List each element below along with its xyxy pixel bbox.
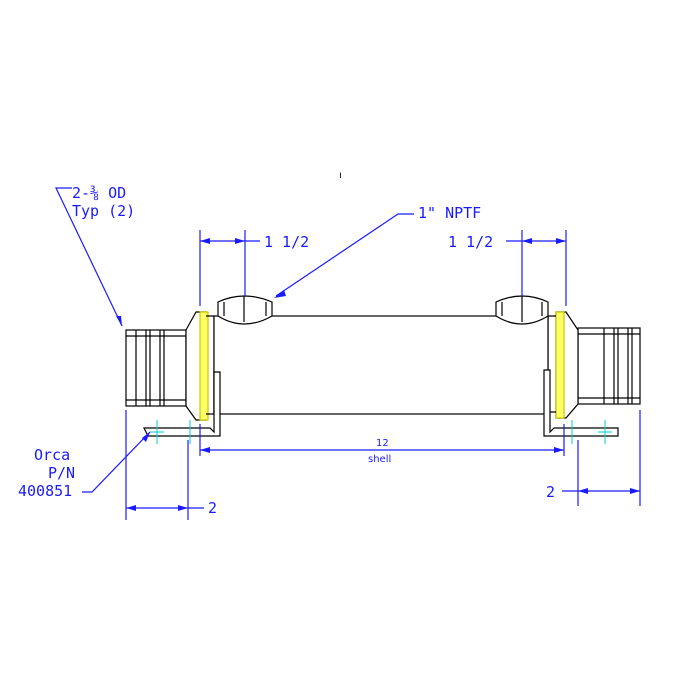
right-mounting-bracket	[543, 369, 619, 444]
part-pn-label: P/N	[48, 464, 75, 482]
left-end-dimension: 2	[125, 410, 217, 520]
right-end-connection	[577, 327, 641, 405]
right-end-dimension: 2	[546, 410, 641, 506]
left-mounting-bracket	[143, 371, 221, 444]
right-end-cap	[547, 311, 579, 419]
right-end-label: 2	[546, 483, 555, 501]
left-gasket	[199, 311, 209, 421]
part-number-label: 400851	[18, 482, 72, 500]
part-number-callout: Orca P/N 400851	[18, 431, 151, 500]
right-offset-label: 1 1/2	[448, 233, 493, 251]
left-offset-label: 1 1/2	[264, 233, 309, 251]
nptf-callout: 1" NPTF	[274, 204, 481, 298]
right-nozzle	[495, 295, 549, 325]
right-offset-dimension: 1 1/2	[448, 230, 567, 306]
od-label: 2-⅜ OD	[72, 184, 126, 202]
left-nozzle	[217, 295, 273, 325]
right-gasket	[555, 311, 565, 419]
left-offset-dimension: 1 1/2	[199, 230, 309, 306]
od-callout: 2-⅜ OD Typ (2)	[55, 184, 135, 327]
part-brand-label: Orca	[34, 446, 70, 464]
left-end-cap	[185, 311, 215, 421]
left-end-connection	[125, 329, 187, 407]
nptf-label: 1" NPTF	[418, 204, 481, 222]
shell-length-label: 12	[376, 438, 389, 449]
shell-body	[213, 315, 549, 415]
shell-length-dimension: 12 shell	[199, 424, 565, 465]
top-tick-mark: ı	[339, 170, 342, 181]
shell-word-label: shell	[368, 454, 391, 465]
od-typ-label: Typ (2)	[72, 202, 135, 220]
left-end-label: 2	[208, 499, 217, 517]
